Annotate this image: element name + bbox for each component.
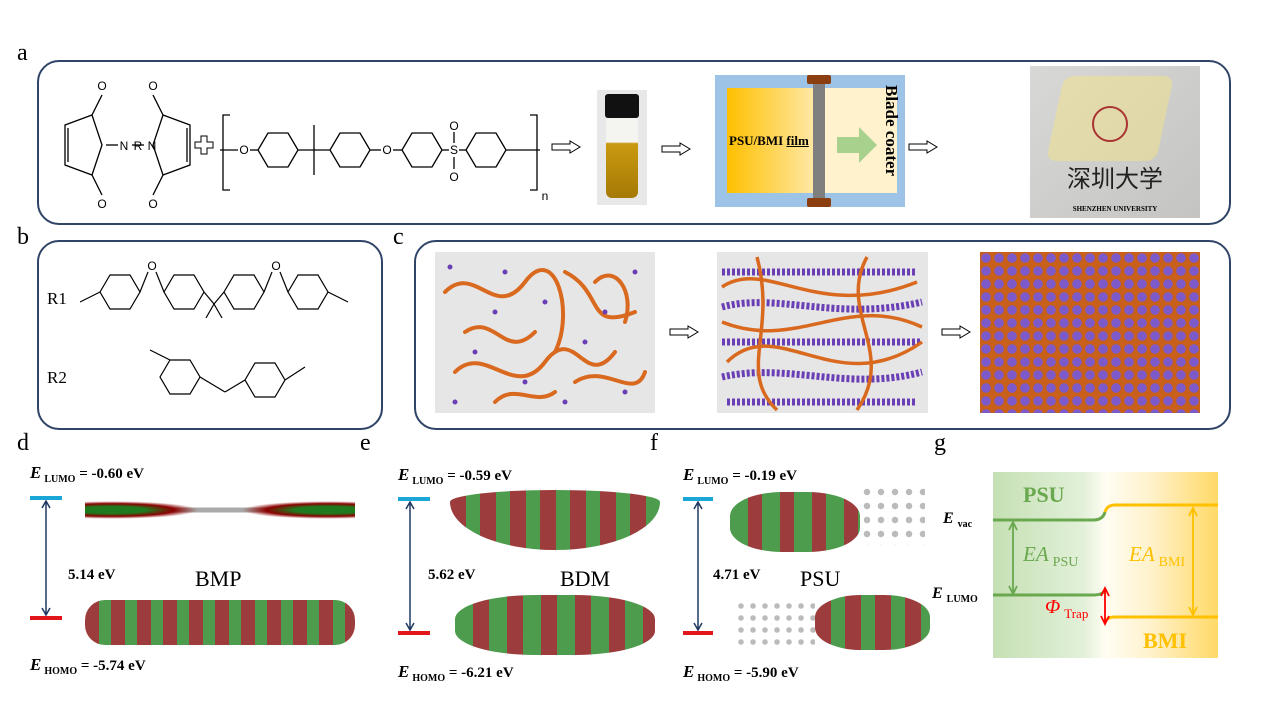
panel-label-b: b — [17, 224, 29, 250]
mixture-stage-1 — [435, 252, 655, 413]
mixture-stage-3 — [980, 252, 1200, 413]
band-gap-d: 5.14 eV — [68, 567, 116, 583]
r1-label: R1 — [47, 289, 67, 308]
band-gap-f: 4.71 eV — [713, 567, 761, 583]
atom-s: S — [450, 143, 458, 157]
arrow-icon — [551, 140, 581, 154]
lumo-orbital-d — [85, 485, 355, 535]
gap-arrow-d — [41, 500, 51, 616]
atom-o: O — [147, 259, 156, 273]
photo-text-en: SHENZHEN UNIVERSITY — [1072, 205, 1158, 213]
repeat-n: n — [542, 189, 549, 203]
homo-level-e — [398, 631, 430, 635]
molecule-name-e: BDM — [560, 566, 611, 591]
atom-o: O — [382, 143, 391, 157]
lumo-orbital-e — [450, 490, 660, 550]
coater-label: Blade coater — [882, 85, 901, 177]
panel-label-a: a — [17, 40, 28, 66]
atom-n: N — [148, 139, 157, 153]
blade-coater-diagram: PSU/BMI film Blade coater — [715, 75, 905, 207]
arrow-icon — [941, 325, 971, 339]
lumo-level-f — [683, 497, 713, 501]
homo-orbital-d — [85, 600, 355, 645]
mixture-stage-2 — [717, 252, 928, 413]
r2-label: R2 — [47, 368, 67, 387]
arrow-icon — [669, 325, 699, 339]
bmi-label: BMI — [1143, 628, 1187, 653]
panel-label-d: d — [17, 430, 29, 456]
photo-text-cn: 深圳大学 — [1067, 167, 1163, 193]
panel-label-f: f — [650, 430, 658, 456]
psu-label: PSU — [1023, 482, 1065, 507]
panel-a-frame — [37, 60, 1231, 225]
atom-o: O — [148, 79, 157, 93]
panel-c-frame — [414, 240, 1231, 430]
lumo-level-d — [30, 496, 62, 500]
homo-level-d — [30, 616, 62, 620]
atom-n: N — [120, 139, 129, 153]
film-photo: 深圳大学 SHENZHEN UNIVERSITY — [1030, 66, 1200, 218]
gap-arrow-f — [693, 501, 703, 631]
atom-o: O — [97, 197, 106, 211]
film-label: PSU/BMI — [729, 133, 784, 148]
gap-arrow-e — [405, 501, 415, 631]
direction-arrow-icon — [837, 127, 877, 163]
chemical-scheme: O O N R N O O O O S O O n — [64, 79, 549, 211]
atom-o: O — [271, 259, 280, 273]
lumo-orbital-f — [730, 492, 860, 552]
panel-label-e: e — [360, 430, 371, 456]
atom-o: O — [449, 170, 458, 184]
vial-photo — [597, 90, 647, 205]
blade — [813, 80, 825, 202]
panel-b-frame — [37, 240, 383, 430]
atom-o: O — [239, 143, 248, 157]
atom-o: O — [97, 79, 106, 93]
plus-icon — [194, 135, 214, 155]
atom-o: O — [148, 197, 157, 211]
atom-o: O — [449, 119, 458, 133]
energy-levels — [993, 503, 1218, 627]
homo-orbital-f — [815, 595, 930, 650]
panel-label-g: g — [934, 430, 946, 456]
film-word: film — [786, 133, 809, 148]
r-group-structures: O O — [80, 259, 349, 398]
lumo-level-e — [398, 497, 430, 501]
arrow-icon — [661, 142, 691, 156]
band-gap-e: 5.62 eV — [428, 567, 476, 583]
homo-orbital-f-head — [735, 600, 815, 645]
homo-orbital-e — [455, 595, 655, 655]
homo-level-f — [683, 631, 713, 635]
atom-r: R — [134, 139, 143, 153]
molecule-name-f: PSU — [800, 566, 841, 591]
panel-label-c: c — [393, 224, 404, 250]
arrow-icon — [908, 140, 938, 154]
molecule-name-d: BMP — [195, 566, 242, 591]
lumo-orbital-f-tail — [860, 485, 925, 545]
